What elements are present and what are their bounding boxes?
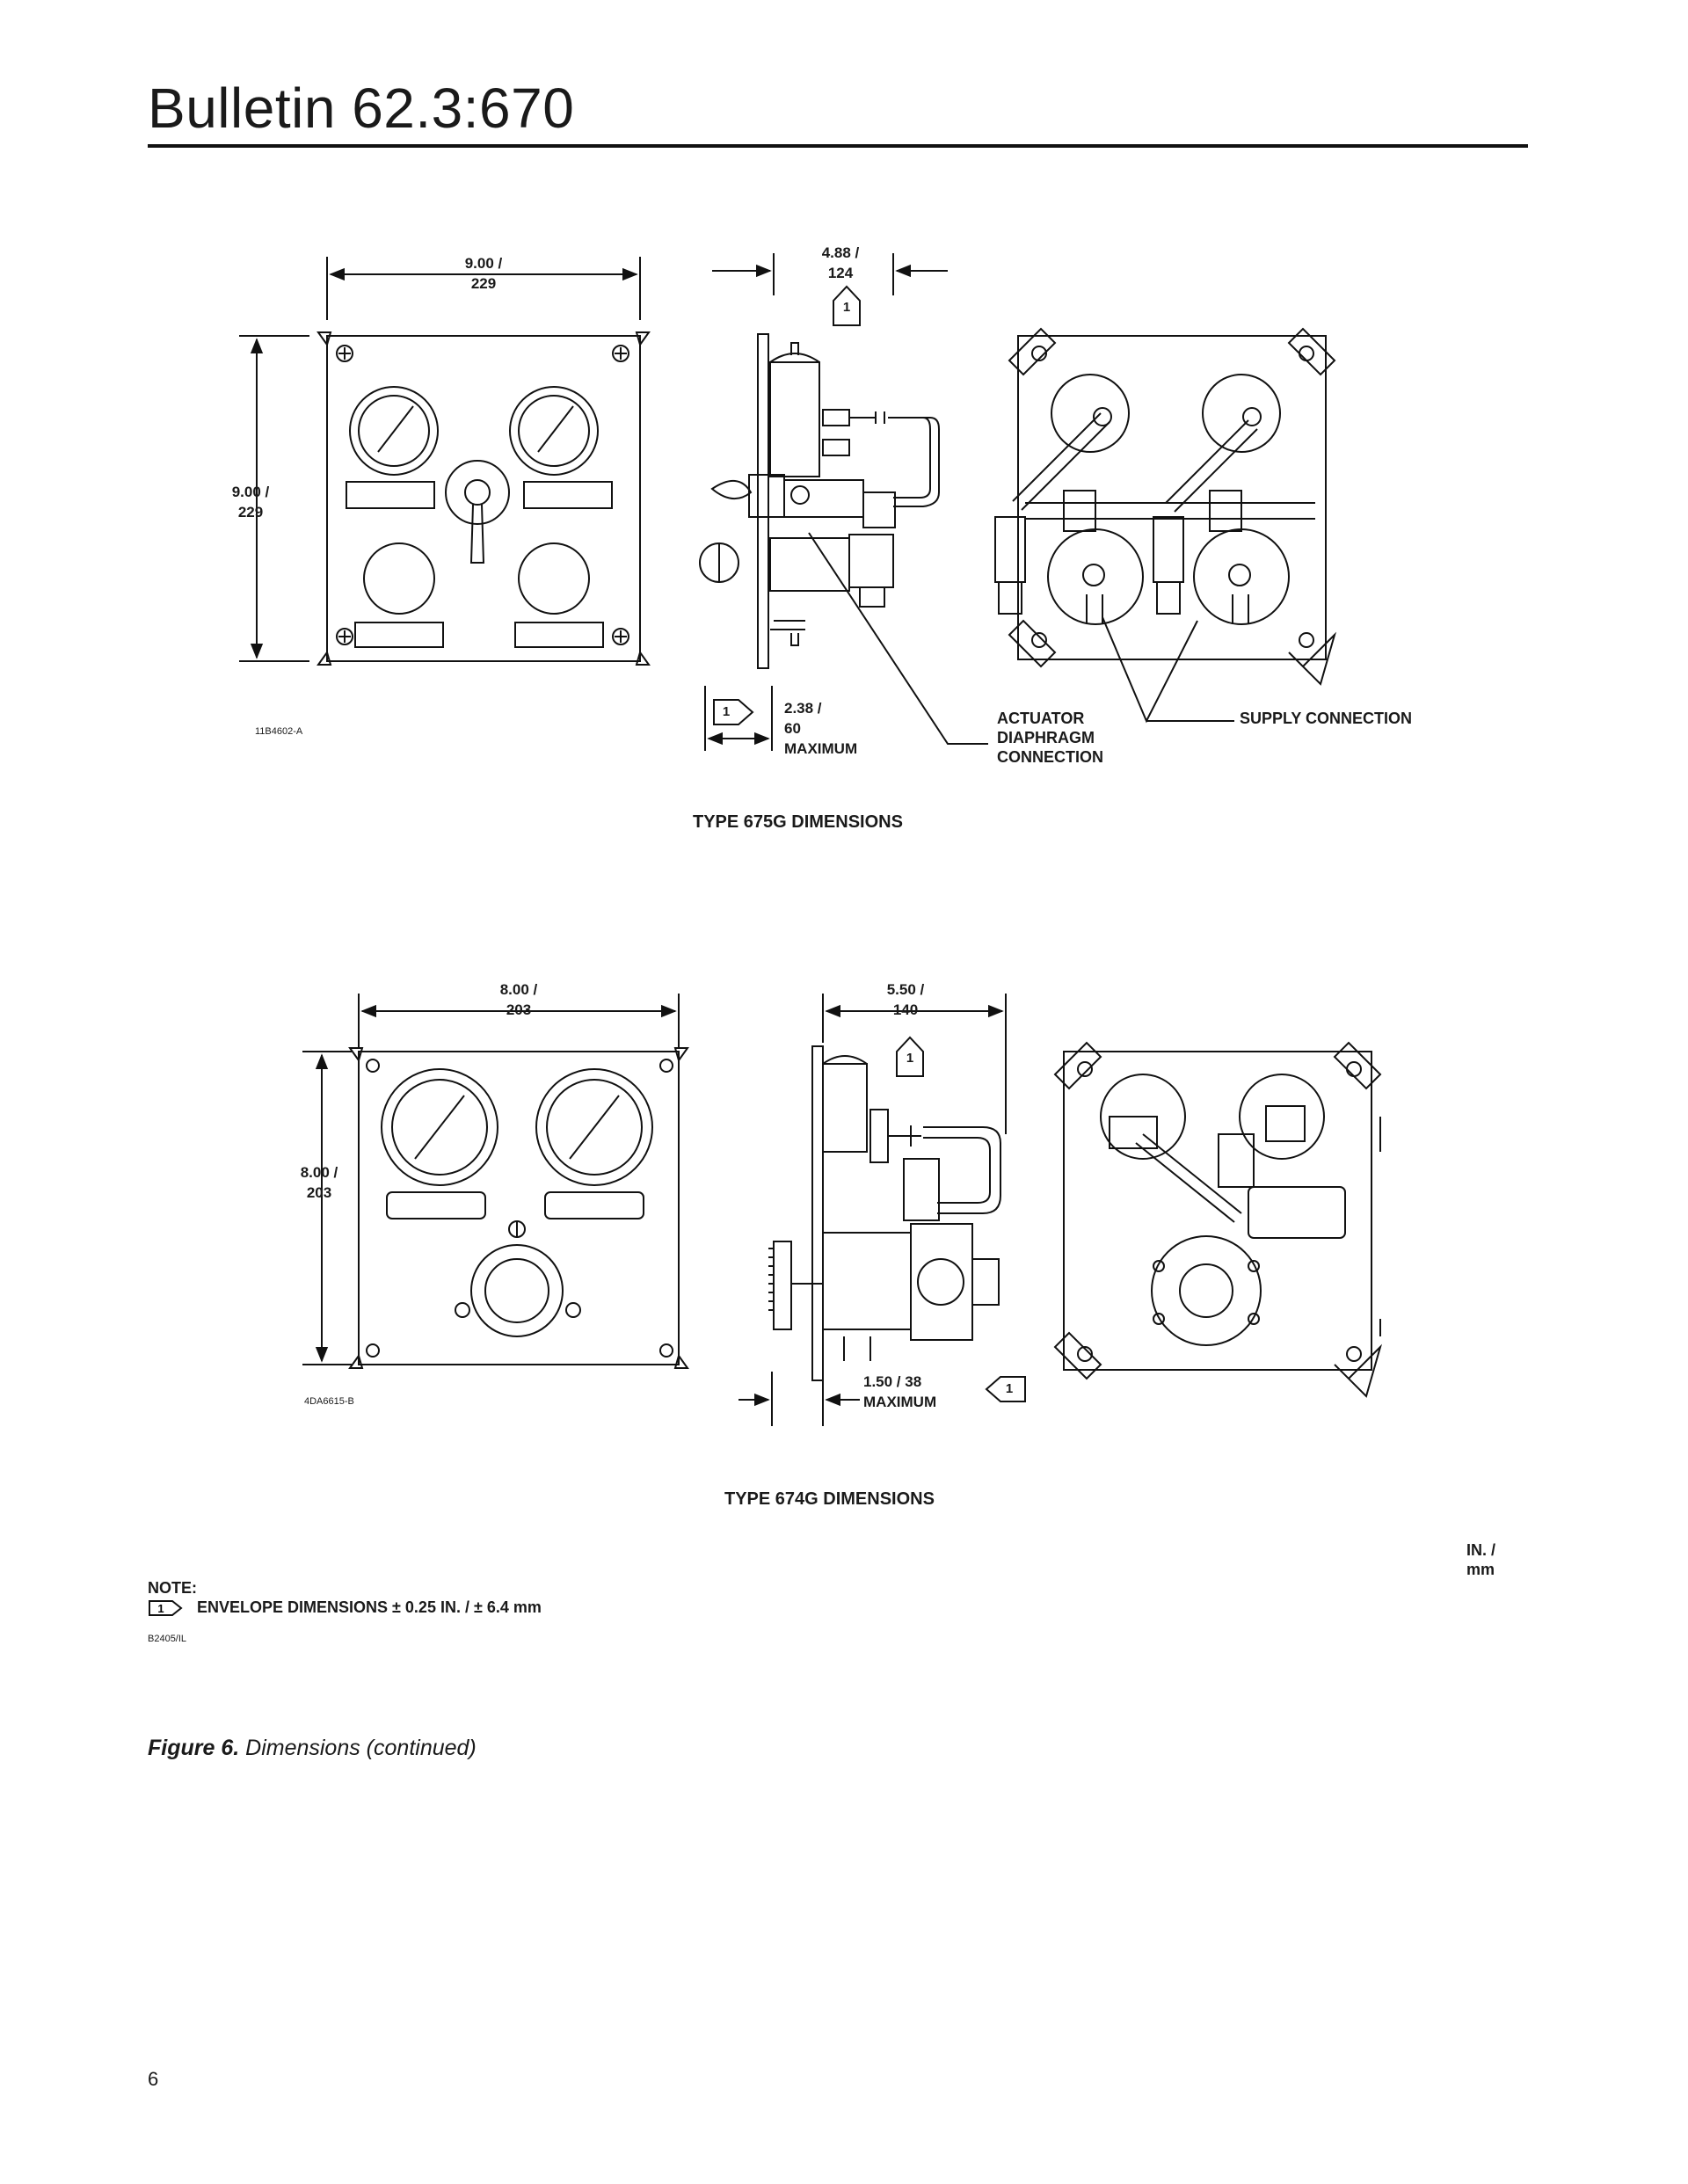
figure-title: Dimensions (continued) [239,1736,477,1760]
type674-back-view [1053,1041,1383,1398]
figure-caption: Figure 6. Dimensions (continued) [148,1736,477,1761]
page-number: 6 [148,2068,159,2090]
type674-front-view [348,1047,689,1369]
envelope-tag-icon: 1 [149,1599,183,1616]
type675-tag-up: 1 [842,300,851,315]
type675-supply-callout: SUPPLY CONNECTION [1240,710,1413,727]
type675-actuator-callout: ACTUATOR DIAPHRAGM CONNECTION [997,710,1103,766]
type674-front-height-dim: 8.00 / 203 [300,1164,338,1201]
note-line: 1 ENVELOPE DIMENSIONS ± 0.25 IN. / ± 6.4… [148,1598,542,1617]
type674-tag-up: 1 [906,1051,914,1066]
type674-side-depth-dim: 5.50 / 140 [886,981,925,1018]
type674-side-view [768,1045,1001,1381]
type675-front-height-dim: 9.00 / 229 [231,484,270,521]
note-text: ENVELOPE DIMENSIONS ± 0.25 IN. / ± 6.4 m… [197,1598,542,1616]
type674-side-max-dim: 1.50 / 38 MAXIMUM [863,1373,937,1410]
header-rule [148,144,1528,148]
type675-side-max-dim: 2.38 / 60 MAXIMUM [784,700,858,757]
type675-drawing-code: 11B4602-A [255,726,303,737]
figure-label: Figure 6. [148,1736,240,1760]
units-legend: IN. / mm [1466,1541,1496,1578]
type675-back-view [994,327,1337,686]
note-code: B2405/IL [148,1634,187,1644]
type675-side-view [699,333,940,669]
type675-side-depth-dim: 4.88 / 124 [821,244,860,281]
type674-caption: TYPE 674G DIMENSIONS [724,1489,935,1509]
note-tag-number: 1 [157,1602,164,1615]
type674-front-width-dim: 8.00 / 203 [499,981,538,1018]
type675-caption: TYPE 675G DIMENSIONS [693,812,903,832]
type674-tag-left: 1 [1005,1381,1014,1396]
type674-drawing-code: 4DA6615-B [304,1396,354,1407]
type675-front-view [316,331,651,666]
type675-tag-right: 1 [722,704,731,719]
type675-front-width-dim: 9.00 / 229 [464,255,503,292]
note-title: NOTE: [148,1579,197,1597]
page-header-title: Bulletin 62.3:670 [148,76,575,140]
